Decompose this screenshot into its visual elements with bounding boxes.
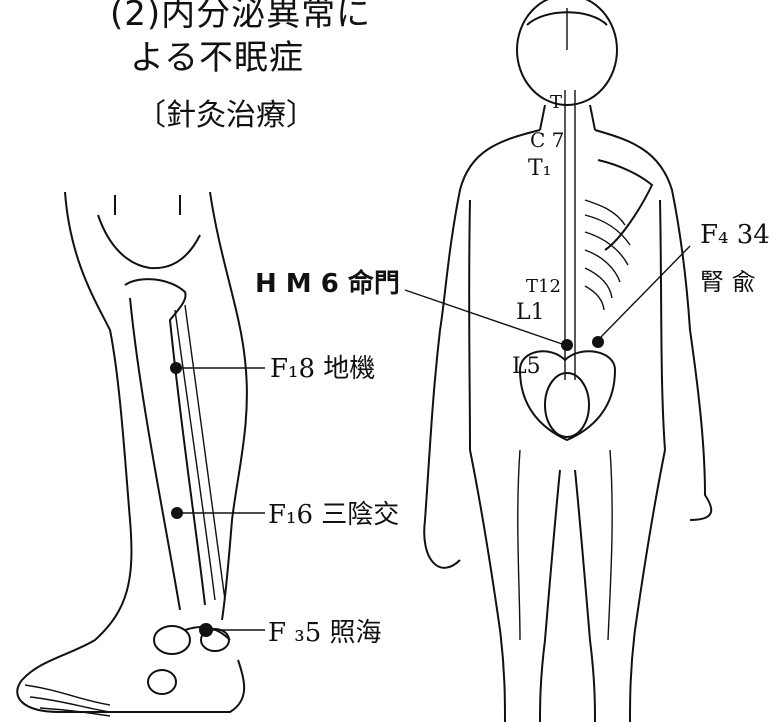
body-illustration <box>424 0 711 722</box>
point-label-shenshu: 腎 兪 <box>700 262 756 297</box>
point-dot-zhaohai <box>199 623 213 637</box>
point-label-zhaohai: F ₃5 照海 <box>268 612 382 649</box>
vertebra-label-l5: L5 <box>512 354 541 379</box>
point-dot-shenshu <box>592 336 604 348</box>
point-dot-diji <box>170 362 182 374</box>
point-label-sanyinjiao: F₁6 三陰交 <box>268 494 399 531</box>
point-label-f4-34: F₄ 34 <box>700 220 770 250</box>
point-dot-sanyinjiao <box>171 507 183 519</box>
point-label-mingmen: H M 6 命門 <box>255 263 400 300</box>
point-label-diji: F₁8 地機 <box>270 348 375 385</box>
leg-illustration <box>17 192 247 716</box>
vertebra-label-t1: T₁ <box>528 156 552 181</box>
vertebra-label-c7: C 7 <box>530 128 564 152</box>
vertebra-label-t12: T12 <box>526 276 561 297</box>
point-dot-mingmen <box>561 339 573 351</box>
vertebra-label-t: T <box>550 92 562 113</box>
vertebra-label-l1: L1 <box>516 300 545 325</box>
